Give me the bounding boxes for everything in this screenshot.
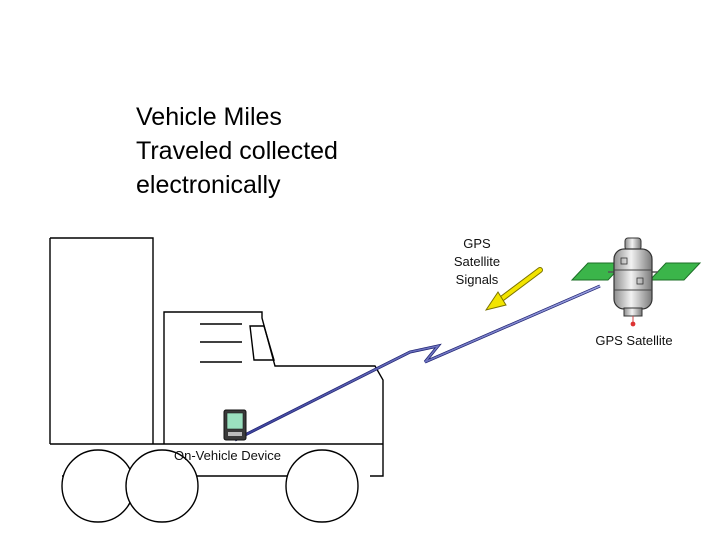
signals-label-line-3: Signals — [456, 272, 499, 287]
truck-wheel-front — [285, 449, 359, 523]
truck-trailer — [50, 237, 154, 444]
signal-arrow-icon — [484, 267, 543, 311]
title-line-3: electronically — [136, 171, 281, 199]
satellite-label: GPS Satellite — [595, 333, 672, 348]
solar-panel-right — [648, 262, 702, 281]
truck-icon — [49, 237, 384, 523]
slide-title: Vehicle Miles Traveled collected electro… — [136, 100, 456, 202]
signals-label-line-1: GPS — [463, 236, 491, 251]
handheld-device-icon — [223, 409, 247, 441]
truck-wheel-rear-2 — [125, 449, 199, 523]
device-label: On-Vehicle Device — [174, 448, 281, 463]
signal-beam — [234, 284, 601, 442]
truck-wheel-rear-1 — [61, 449, 135, 523]
truck-window — [249, 325, 275, 361]
title-line-2: Traveled collected — [136, 137, 338, 165]
signals-label-line-2: Satellite — [454, 254, 500, 269]
title-line-1: Vehicle Miles — [136, 103, 282, 131]
satellite-icon — [570, 237, 702, 327]
